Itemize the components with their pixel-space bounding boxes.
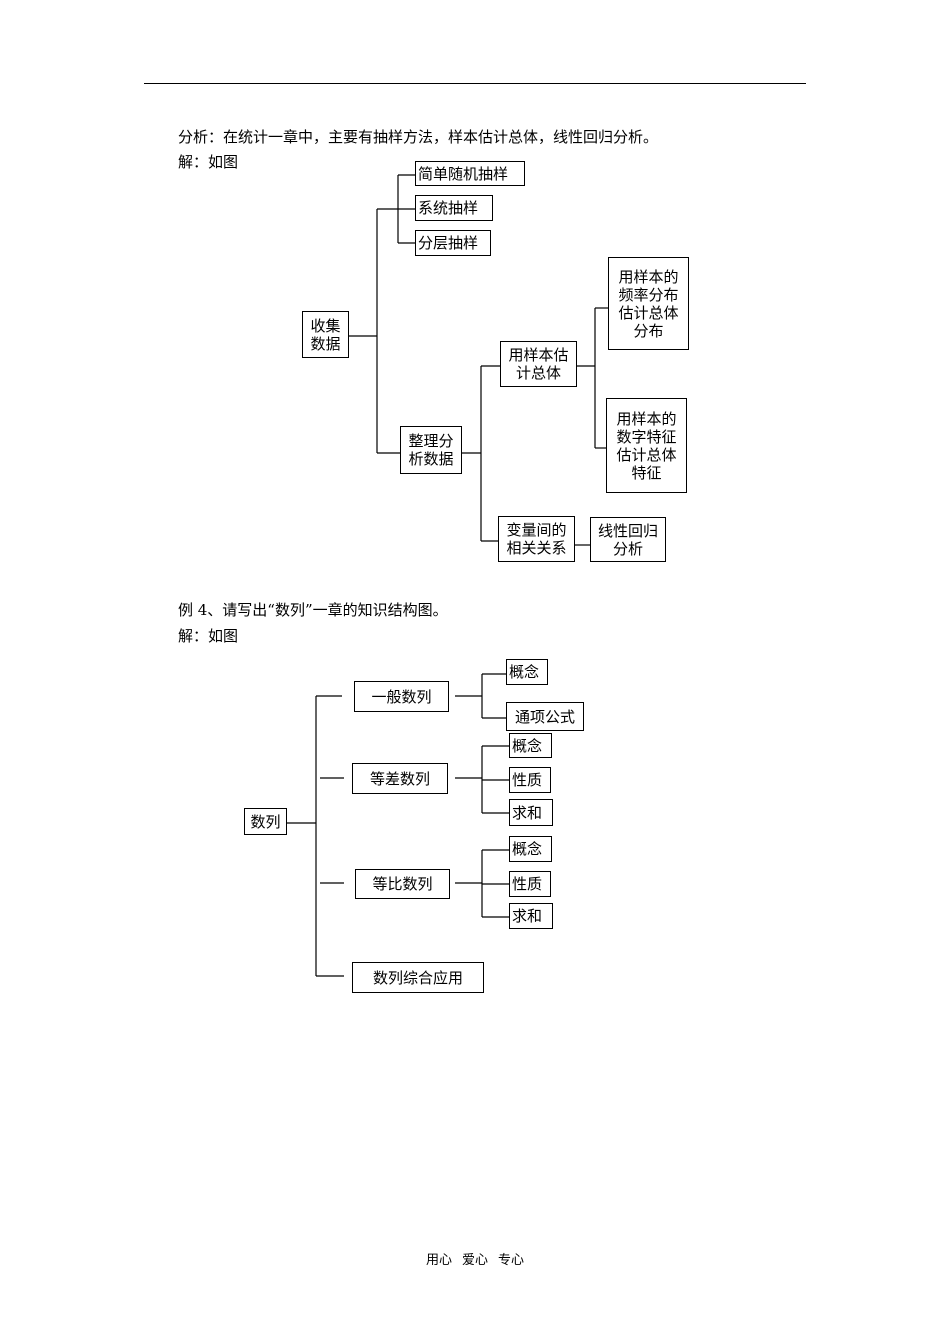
node-systematic-sampling: 系统抽样 xyxy=(415,195,493,221)
node-simple-random-sampling: 简单随机抽样 xyxy=(415,161,525,186)
analysis-text: 分析：在统计一章中，主要有抽样方法，样本估计总体，线性回归分析。 xyxy=(178,128,659,146)
node-geometric-sequence: 等比数列 xyxy=(355,869,450,899)
node-arithmetic-sequence: 等差数列 xyxy=(352,763,448,794)
node-arith-sum: 求和 xyxy=(509,799,553,826)
example4-text: 例 4、请写出“数列”一章的知识结构图。 xyxy=(178,601,448,619)
node-general-sequence: 一般数列 xyxy=(354,681,449,712)
node-arith-property: 性质 xyxy=(509,767,551,793)
page-footer: 用心爱心专心 xyxy=(0,1249,950,1268)
node-geo-sum: 求和 xyxy=(509,903,553,929)
node-sequence-application: 数列综合应用 xyxy=(352,962,484,993)
node-general-formula: 通项公式 xyxy=(506,702,584,731)
footer-text-3: 专心 xyxy=(498,1253,525,1268)
footer-text-1: 用心 xyxy=(425,1253,452,1268)
solution-label-2: 解：如图 xyxy=(178,627,239,645)
node-geo-property: 性质 xyxy=(509,871,551,897)
node-collect-data: 收集 数据 xyxy=(302,311,349,358)
header-rule xyxy=(144,83,806,84)
node-stratified-sampling: 分层抽样 xyxy=(415,230,491,256)
node-frequency-distribution: 用样本的 频率分布 估计总体 分布 xyxy=(608,257,689,350)
node-organize-analyze-data: 整理分 析数据 xyxy=(400,426,462,474)
node-linear-regression: 线性回归 分析 xyxy=(590,517,666,562)
node-arith-concept: 概念 xyxy=(509,733,552,758)
node-variable-correlation: 变量间的 相关关系 xyxy=(498,516,575,562)
node-sequence: 数列 xyxy=(244,808,287,835)
node-geo-concept: 概念 xyxy=(509,836,552,862)
solution-label-1: 解：如图 xyxy=(178,153,239,171)
node-numeric-features: 用样本的 数字特征 估计总体 特征 xyxy=(606,398,687,493)
node-general-concept: 概念 xyxy=(506,659,548,685)
footer-text-2: 爱心 xyxy=(461,1253,488,1268)
node-estimate-population: 用样本估 计总体 xyxy=(500,341,577,387)
